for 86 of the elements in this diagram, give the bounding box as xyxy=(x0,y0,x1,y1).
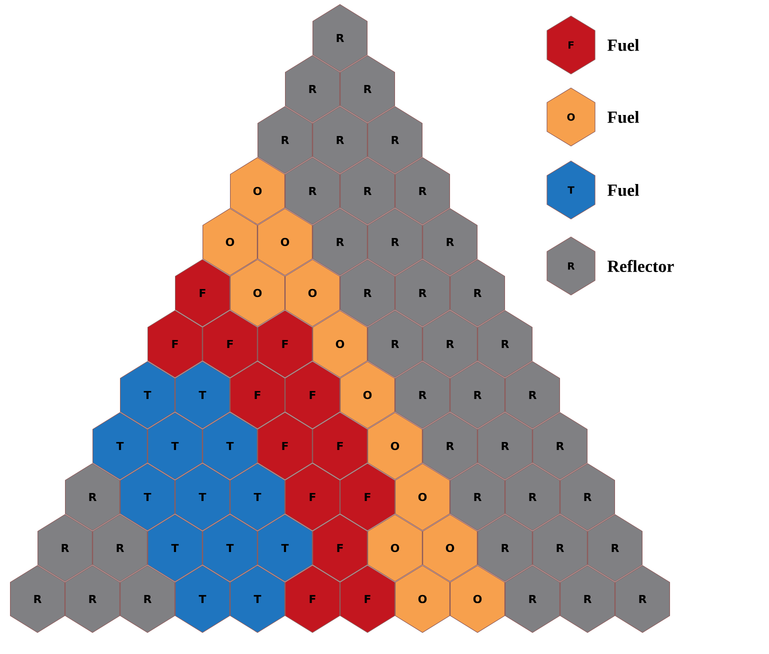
hex-cell: R xyxy=(505,361,560,429)
hex-cell: O xyxy=(340,361,395,429)
hex-cell: R xyxy=(395,259,450,327)
hex-cell: R xyxy=(505,565,560,633)
swatch-letter: R xyxy=(568,262,575,270)
legend-label: Reflector xyxy=(608,260,674,272)
hex-cell: R xyxy=(312,4,368,72)
hex-cell: R xyxy=(368,310,422,378)
hex-cell: R xyxy=(395,157,450,225)
hex-cell: R xyxy=(450,259,505,327)
swatch-letter: F xyxy=(568,41,574,49)
hex-cell: R xyxy=(588,514,642,582)
hex-cell: O xyxy=(450,565,505,633)
hex-cell: T xyxy=(175,565,230,633)
hex-cell: T xyxy=(92,412,148,480)
legend-label: Fuel xyxy=(608,39,640,51)
hex-cell: R xyxy=(10,565,65,633)
hex-cell: R xyxy=(65,565,120,633)
hex-cell: R xyxy=(38,514,92,582)
hex-cell: R xyxy=(395,361,450,429)
hex-cell: F xyxy=(312,514,368,582)
hex-cell: R xyxy=(422,412,478,480)
hex-cell: T xyxy=(148,514,202,582)
hex-cell: T xyxy=(202,412,258,480)
hex-cell: R xyxy=(450,463,505,531)
hex-cell: R xyxy=(65,463,120,531)
hex-cell: R xyxy=(340,157,395,225)
hex-cell: R xyxy=(368,106,422,174)
hex-cell: F xyxy=(285,565,340,633)
swatch-letter: O xyxy=(567,113,575,121)
hex-cell: R xyxy=(532,514,588,582)
hex-cell: T xyxy=(258,514,312,582)
hex-cell: R xyxy=(340,55,395,123)
hex-cell: F xyxy=(202,310,258,378)
hex-cell: R xyxy=(478,412,532,480)
hex-cell: T xyxy=(202,514,258,582)
hex-cell: R xyxy=(422,208,478,276)
hex-cell: T xyxy=(230,463,285,531)
hex-cell: R xyxy=(422,310,478,378)
hex-cell: R xyxy=(560,565,615,633)
hex-cell: F xyxy=(285,463,340,531)
hex-cell: O xyxy=(230,157,285,225)
legend-label: Fuel xyxy=(608,111,640,123)
legend-label: Fuel xyxy=(608,184,640,196)
hex-cell: F xyxy=(230,361,285,429)
hex-cell: R xyxy=(450,361,505,429)
hex-cell: R xyxy=(285,55,340,123)
hex-cell: R xyxy=(285,157,340,225)
hex-cell: O xyxy=(368,514,422,582)
hex-cell: R xyxy=(505,463,560,531)
hex-cell: R xyxy=(478,514,532,582)
hex-cell: O xyxy=(395,463,450,531)
hex-cell: R xyxy=(340,259,395,327)
hex-cell: T xyxy=(230,565,285,633)
hex-cell: O xyxy=(258,208,312,276)
hex-cell: O xyxy=(312,310,368,378)
hex-cell: F xyxy=(175,259,230,327)
hex-cell: T xyxy=(175,463,230,531)
hex-cell: R xyxy=(532,412,588,480)
hex-cell: R xyxy=(312,106,368,174)
hex-cell: F xyxy=(340,463,395,531)
hex-cell: O xyxy=(368,412,422,480)
hex-cell: O xyxy=(285,259,340,327)
hex-cell: F xyxy=(148,310,202,378)
hex-cell: F xyxy=(312,412,368,480)
hex-cell: O xyxy=(202,208,258,276)
hex-cell: R xyxy=(258,106,312,174)
hex-cell: R xyxy=(92,514,148,582)
hex-cell: F xyxy=(258,412,312,480)
hex-cell: T xyxy=(120,463,175,531)
hex-cell: R xyxy=(560,463,615,531)
swatch-letter: T xyxy=(568,186,574,194)
hex-cell: T xyxy=(148,412,202,480)
hex-cell: O xyxy=(395,565,450,633)
hex-cell: T xyxy=(175,361,230,429)
hex-cell: R xyxy=(120,565,175,633)
hex-cell: F xyxy=(285,361,340,429)
hex-cell: O xyxy=(230,259,285,327)
hex-cell: F xyxy=(258,310,312,378)
hex-cell: T xyxy=(120,361,175,429)
hex-cell: R xyxy=(368,208,422,276)
hex-cell: R xyxy=(615,565,670,633)
hex-cell: O xyxy=(422,514,478,582)
hex-cell: R xyxy=(312,208,368,276)
hex-cell: F xyxy=(340,565,395,633)
hex-cell: R xyxy=(478,310,532,378)
